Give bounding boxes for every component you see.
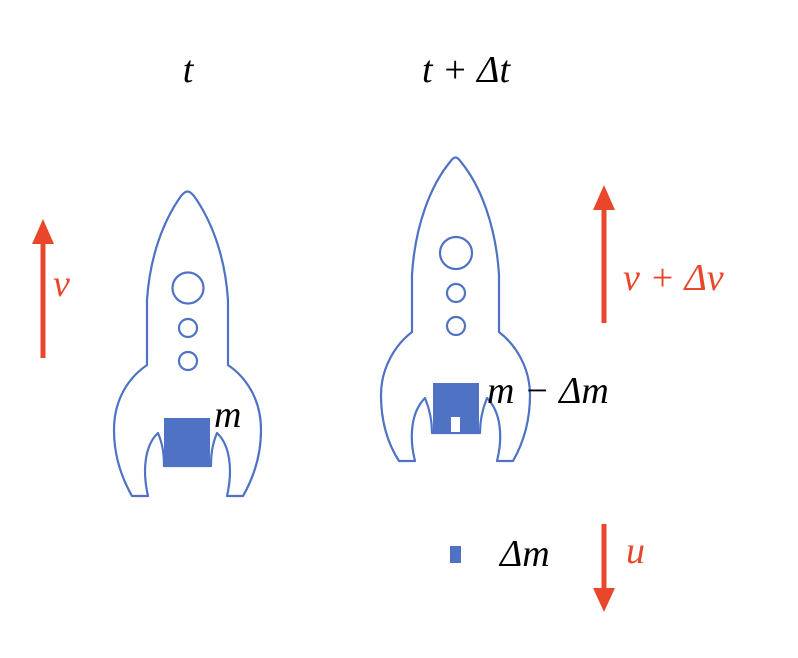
mass-label-final: m − Δm: [487, 370, 609, 412]
rocket-initial: [112, 190, 263, 498]
velocity-arrow-final: [593, 185, 615, 323]
mass-label-initial: m: [214, 394, 241, 436]
exhaust-velocity-label: u: [626, 530, 645, 572]
ejected-mass-label: Δm: [498, 533, 550, 575]
time-label-final: t + Δt: [422, 49, 512, 91]
rocket-initial-porthole-small: [177, 350, 199, 372]
exhaust-velocity-arrow: [593, 524, 615, 612]
rocket-final: [379, 156, 532, 463]
rocket-final-body: [379, 156, 532, 463]
velocity-label-initial: v: [53, 263, 70, 305]
rocket-final-porthole-small: [445, 315, 467, 337]
rocket-initial-body: [112, 190, 263, 498]
rocket-initial-porthole-medium: [177, 317, 199, 339]
fuel-block-initial: [164, 418, 210, 467]
rocket-final-porthole-medium: [445, 282, 467, 304]
rocket-initial-porthole-large: [171, 271, 205, 305]
velocity-arrow-initial: [32, 219, 54, 358]
ejected-mass-block: [450, 546, 461, 563]
rocket-final-porthole-large: [438, 235, 474, 271]
fuel-block-final-notch: [451, 417, 460, 432]
velocity-label-final: v + Δv: [623, 257, 724, 299]
time-label-initial: t: [183, 49, 195, 91]
